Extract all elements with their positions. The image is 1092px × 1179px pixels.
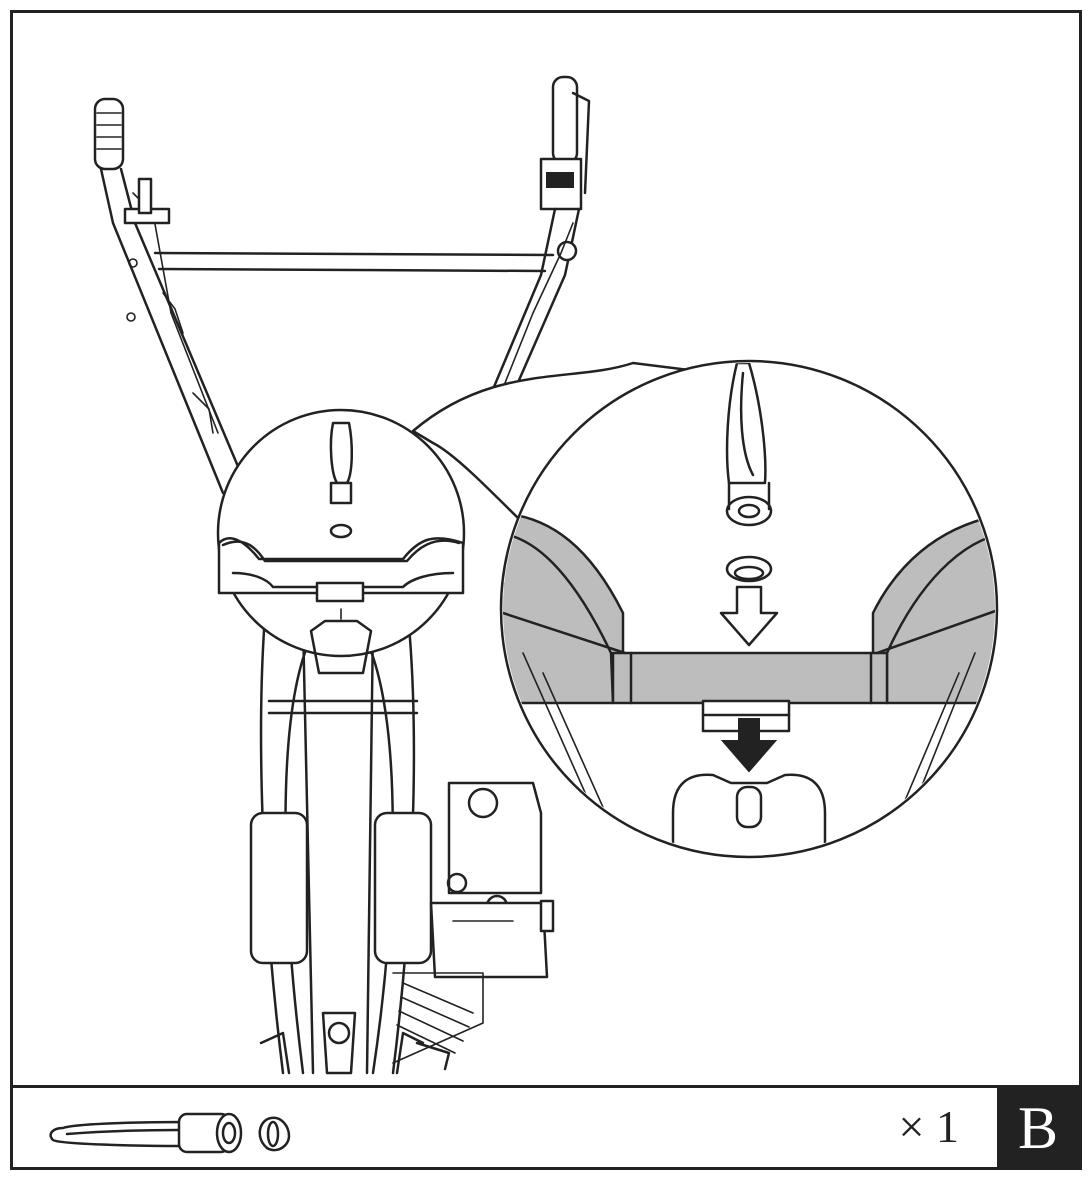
step-letter-badge: B xyxy=(997,1088,1079,1167)
left-handlebar xyxy=(93,97,247,495)
parts-bar: × 1 B xyxy=(13,1085,1079,1167)
insert-arrow-filled-icon xyxy=(720,718,778,773)
tiller-body xyxy=(249,571,433,1075)
tiller-assembly-illustration xyxy=(93,75,999,1075)
hairpin-clip-icon xyxy=(49,1112,243,1154)
detail-circle-small xyxy=(216,408,466,675)
instruction-panel: × 1 B xyxy=(10,10,1082,1170)
engine xyxy=(392,781,555,1071)
insert-arrow-open-icon xyxy=(719,585,779,647)
quantity-label: × 1 xyxy=(898,1101,959,1152)
pin-hole-icon xyxy=(258,1116,291,1152)
parts-drawing xyxy=(49,1112,291,1154)
detail-circle-large xyxy=(499,359,999,859)
right-handlebar xyxy=(481,75,591,415)
handle-crossbar xyxy=(153,251,555,273)
